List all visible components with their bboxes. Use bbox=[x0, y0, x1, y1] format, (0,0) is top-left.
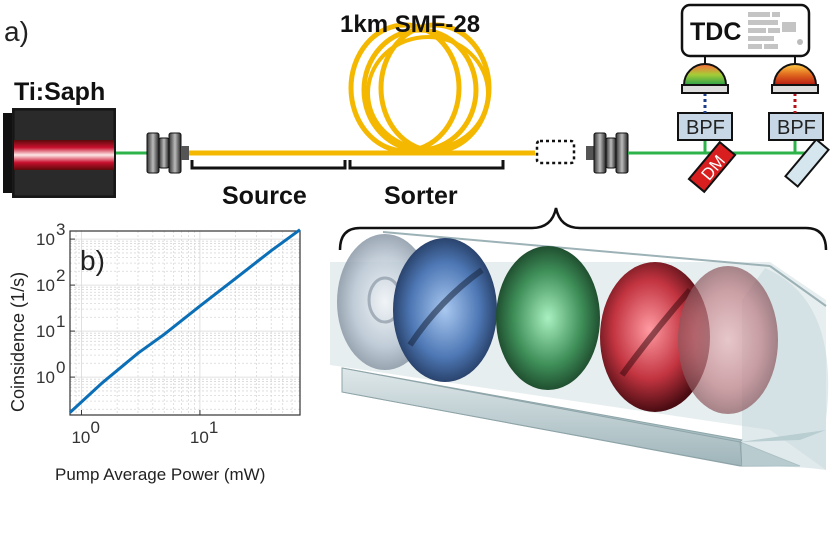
y-tick-exponent: 3 bbox=[56, 220, 65, 239]
y-axis-label: Coinsidence (1/s) bbox=[8, 272, 28, 412]
series-line bbox=[68, 228, 301, 414]
detector-red bbox=[771, 56, 819, 94]
mirror bbox=[784, 138, 830, 188]
plot-frame bbox=[69, 230, 301, 416]
mode-sorter-inset bbox=[330, 231, 829, 470]
bpf2-label: BPF bbox=[777, 117, 816, 139]
source-bracket bbox=[190, 160, 347, 170]
bandpass-filter-1: BPF bbox=[677, 112, 733, 141]
bpf1-label: BPF bbox=[686, 117, 725, 139]
x-axis-label: Pump Average Power (mW) bbox=[55, 465, 265, 484]
y-tick-exponent: 2 bbox=[56, 266, 65, 285]
x-tick-exponent: 1 bbox=[209, 418, 218, 437]
x-tick-label: 10 bbox=[190, 428, 209, 447]
detector-green bbox=[681, 56, 729, 94]
mode-disk-5 bbox=[678, 266, 778, 414]
y-tick-exponent: 1 bbox=[56, 312, 65, 331]
zoom-region-marker bbox=[535, 139, 576, 165]
zoom-brace bbox=[338, 207, 828, 251]
bandpass-filter-2: BPF bbox=[768, 112, 824, 141]
smf-fiber bbox=[189, 22, 535, 156]
dichroic-mirror: DM bbox=[687, 140, 737, 194]
mode-disk-2 bbox=[393, 238, 497, 382]
ti-saph-laser bbox=[3, 108, 116, 198]
panel-b-label: b) bbox=[80, 245, 105, 276]
source-label: Source bbox=[222, 182, 307, 210]
fiber-coupler-output bbox=[586, 132, 629, 174]
sorter-label: Sorter bbox=[384, 182, 458, 210]
y-tick-label: 10 bbox=[36, 276, 55, 295]
y-tick-label: 10 bbox=[36, 230, 55, 249]
sorter-bracket bbox=[348, 160, 505, 170]
laser-label: Ti:Saph bbox=[14, 78, 105, 106]
x-tick-exponent: 0 bbox=[90, 418, 99, 437]
fiber-label: 1km SMF-28 bbox=[340, 11, 480, 38]
mode-disk-3 bbox=[496, 246, 600, 390]
tdc-display-icon bbox=[748, 12, 803, 49]
y-tick-label: 10 bbox=[36, 368, 55, 387]
y-tick-label: 10 bbox=[36, 322, 55, 341]
fiber-coupler-input bbox=[146, 132, 189, 174]
tdc-label: TDC bbox=[690, 18, 741, 46]
x-tick-label: 10 bbox=[71, 428, 90, 447]
panel-a-label: a) bbox=[4, 16, 29, 47]
y-tick-exponent: 0 bbox=[56, 358, 65, 377]
tdc-box: TDC bbox=[680, 3, 811, 58]
